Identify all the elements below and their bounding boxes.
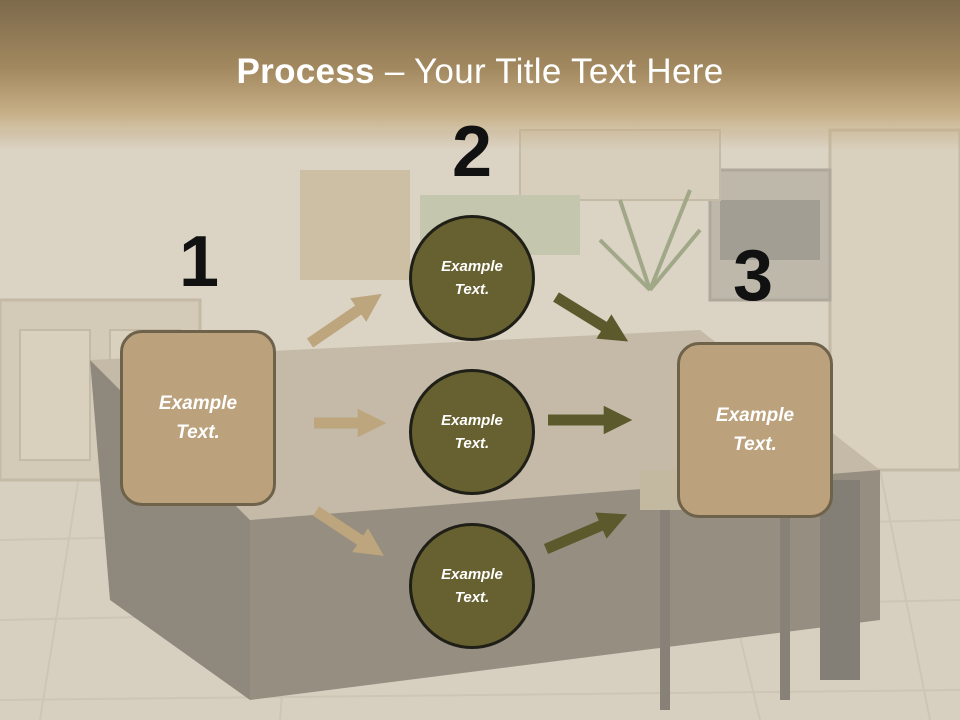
- step-3-text: Example Text.: [716, 401, 794, 459]
- step-number-1: 1: [178, 222, 220, 302]
- step-3-box[interactable]: Example Text.: [677, 342, 833, 518]
- arrow-circle-3-to-3: [543, 512, 628, 555]
- step-3-text-line2: Text.: [733, 434, 777, 455]
- circle-1-text-line2: Text.: [454, 281, 490, 298]
- circle-3-text: Example Text.: [441, 563, 503, 609]
- title-rest: – Your Title Text Here: [374, 52, 724, 91]
- slide-title: Process – Your Title Text Here: [0, 52, 960, 92]
- step-1-text-line1: Example: [158, 393, 238, 414]
- circle-3-text-line1: Example: [441, 566, 503, 583]
- circle-2-text: Example Text.: [441, 409, 503, 455]
- arrow-1-to-circle-3: [312, 506, 384, 556]
- circle-3-text-line2: Text.: [454, 589, 490, 606]
- circle-3[interactable]: Example Text.: [409, 523, 535, 649]
- title-band: [0, 0, 960, 150]
- circle-1-text: Example Text.: [441, 255, 503, 301]
- step-1-text-line2: Text.: [176, 422, 220, 443]
- arrow-1-to-circle-1: [306, 293, 382, 348]
- step-1-text: Example Text.: [159, 389, 237, 447]
- arrow-circle-1-to-3: [553, 292, 629, 342]
- title-bold: Process: [236, 52, 375, 91]
- circle-2-text-line2: Text.: [454, 435, 490, 452]
- circle-2-text-line1: Example: [441, 412, 503, 429]
- circle-1[interactable]: Example Text.: [409, 215, 535, 341]
- step-number-2: 2: [451, 112, 493, 192]
- step-1-box[interactable]: Example Text.: [120, 330, 276, 506]
- step-3-text-line1: Example: [715, 405, 795, 426]
- step-number-3: 3: [732, 236, 774, 316]
- circle-1-text-line1: Example: [441, 258, 503, 275]
- circle-2[interactable]: Example Text.: [409, 369, 535, 495]
